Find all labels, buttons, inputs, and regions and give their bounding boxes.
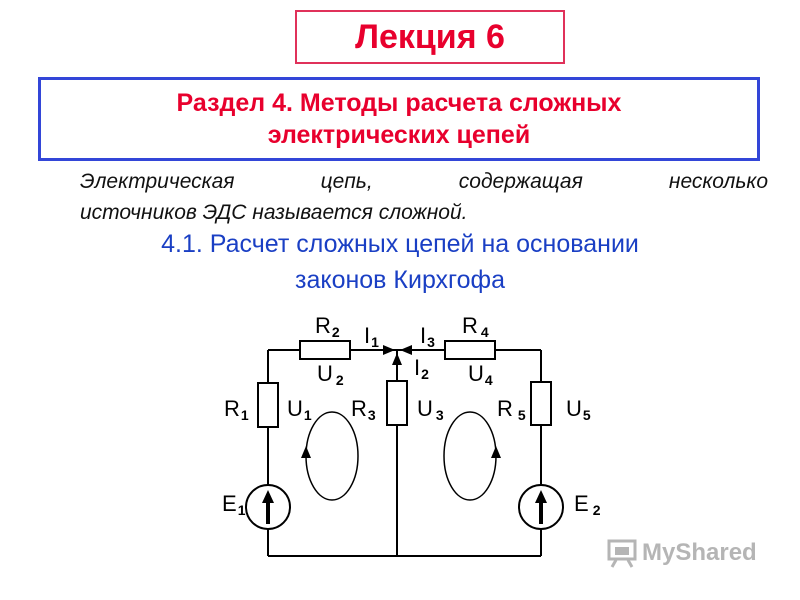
section-title-box: Раздел 4. Методы расчета сложных электри…: [38, 77, 760, 161]
source-e2-arrow-icon: [535, 490, 547, 524]
subsection-line2: законов Кирхгофа: [294, 266, 506, 294]
label-i1: I1: [364, 323, 379, 350]
resistor-r2: [299, 340, 351, 360]
presentation-icon: [607, 539, 637, 568]
loop-left-arrow-icon: [301, 446, 311, 458]
section-title-line1: Раздел 4. Методы расчета сложных: [176, 89, 622, 117]
label-i2: I2: [414, 355, 429, 382]
label-r2: R2: [315, 313, 340, 340]
watermark-text: MyShared: [642, 539, 757, 566]
current-i3-arrow-icon: [400, 345, 412, 355]
label-u4: U4: [468, 361, 493, 388]
definition-line1: Электрическая цепь, содержащая несколько: [80, 170, 768, 193]
label-i3: I3: [420, 323, 435, 350]
label-u5: U5: [566, 396, 591, 423]
section-title-line2: электрических цепей: [267, 121, 531, 149]
loop-left: [305, 411, 359, 501]
lecture-title: Лекция 6: [355, 17, 505, 56]
watermark: MyShared: [606, 538, 757, 568]
lecture-title-box: Лекция 6: [295, 10, 565, 64]
source-e1-arrow-icon: [262, 490, 274, 524]
resistor-r3: [386, 380, 408, 426]
label-r1: R1: [224, 396, 249, 423]
resistor-r5: [530, 381, 552, 426]
label-u1: U1: [287, 396, 312, 423]
loop-right-arrow-icon: [491, 446, 501, 458]
section-title: Раздел 4. Методы расчета сложных электри…: [177, 87, 622, 151]
current-i1-arrow-icon: [383, 345, 395, 355]
resistor-r4: [444, 340, 496, 360]
loop-right: [443, 411, 497, 501]
definition-text: Электрическая цепь, содержащая несколько…: [80, 166, 768, 228]
definition-line2: источников ЭДС называется сложной.: [80, 201, 468, 224]
label-e1: E1: [222, 491, 246, 518]
subsection-title: 4.1. Расчет сложных цепей на основании з…: [60, 226, 740, 298]
subsection-line1: 4.1. Расчет сложных цепей на основании: [161, 230, 639, 258]
resistor-r1: [257, 382, 279, 428]
current-i2-arrow-icon: [392, 353, 402, 365]
label-r3: R3: [351, 396, 376, 423]
